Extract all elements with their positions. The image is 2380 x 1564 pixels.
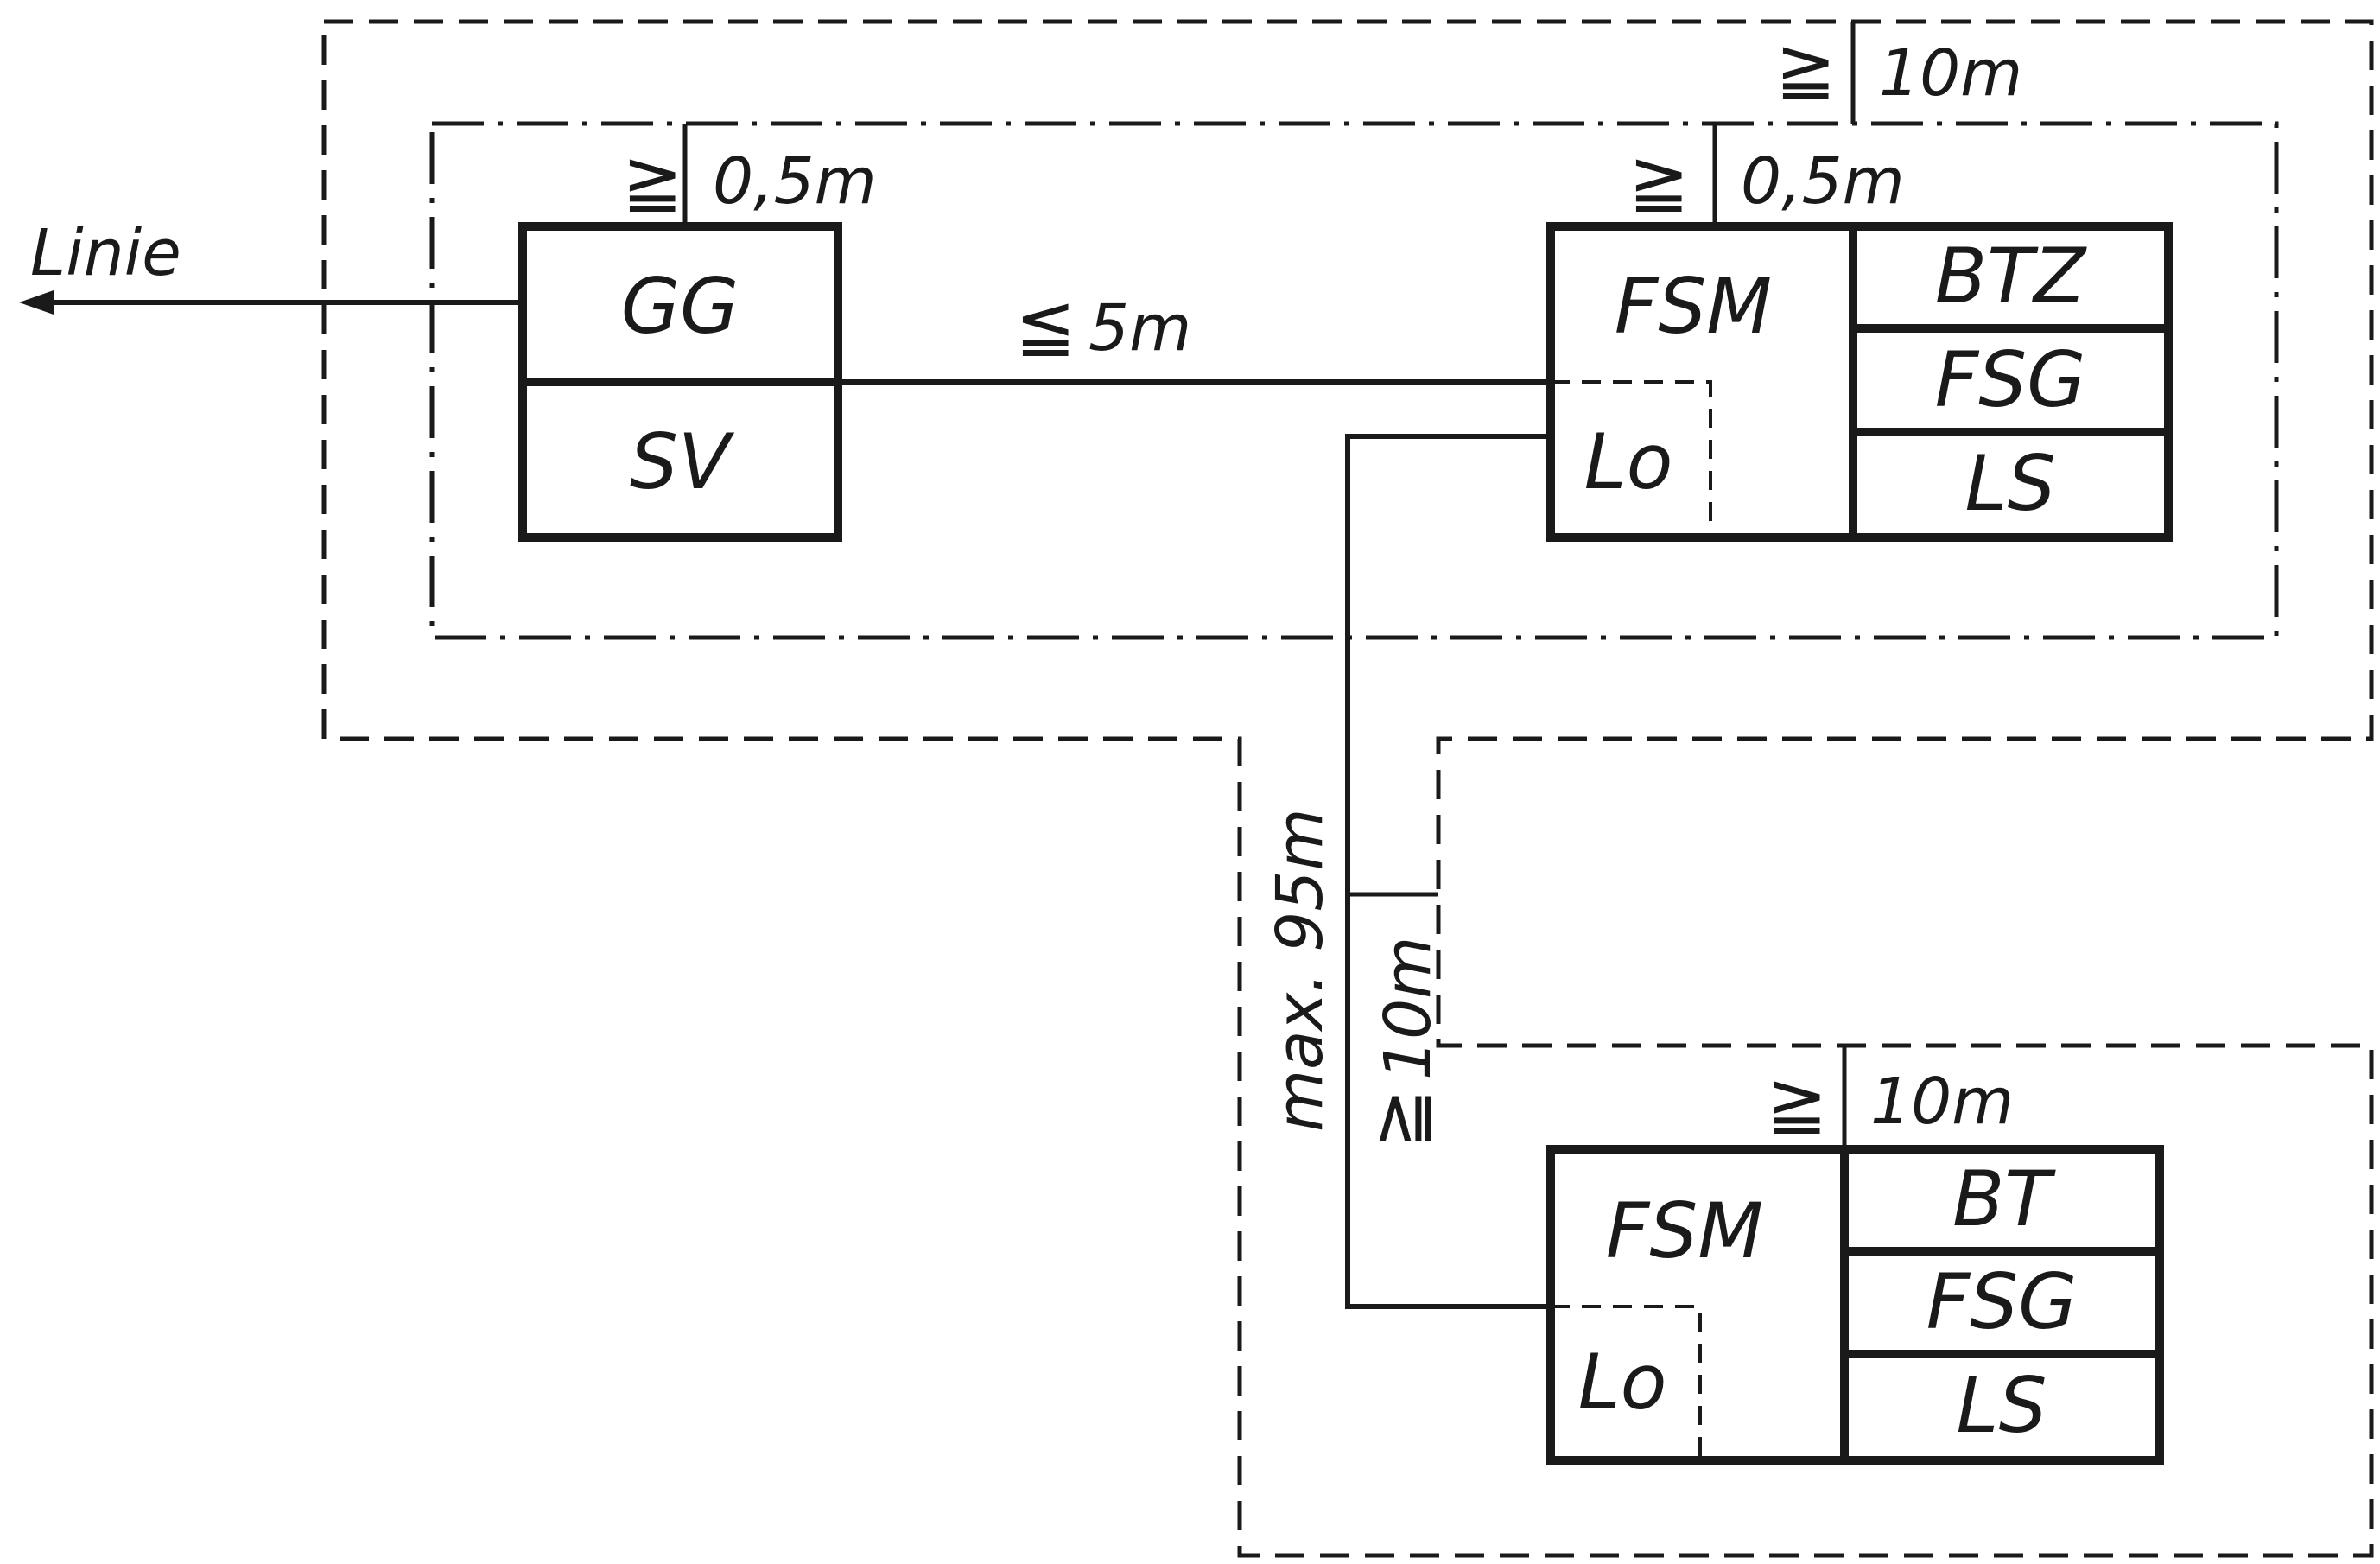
- fsm-upper-block: FSM Lo BTZ FSG LS: [1546, 222, 2173, 542]
- fsm-clearance-value: 0,5m: [1741, 144, 1905, 219]
- outer-top-value: 10m: [1879, 36, 2022, 111]
- between-zones-symbol: ≧: [1358, 1089, 1443, 1149]
- fsm-upper-lo-label: Lo: [1584, 417, 1673, 506]
- fsm-lower-lo-label: Lo: [1578, 1338, 1667, 1427]
- input-arrow: [19, 290, 54, 315]
- gg-label: GG: [621, 262, 739, 351]
- lower-top-value: 10m: [1870, 1065, 2014, 1139]
- fsm-lower-slot-1: BT: [1952, 1154, 2056, 1243]
- fsm-upper-slot-2: FSG: [1935, 335, 2086, 424]
- outer-top-symbol: ≧: [1775, 26, 1836, 111]
- input-label: Linie: [30, 216, 181, 290]
- sv-label: SV: [630, 417, 735, 506]
- fsm-upper-slot-3: LS: [1965, 439, 2056, 528]
- fsm-lower-slot-2: FSG: [1926, 1257, 2078, 1346]
- inner-zone-boundary: [429, 121, 2279, 640]
- fsm-clearance-symbol: ≧: [1628, 138, 1689, 223]
- gg-sv-block: GG SV: [518, 222, 842, 542]
- fsm-lower-label: FSM: [1606, 1186, 1763, 1275]
- fsm-upper-label: FSM: [1615, 262, 1772, 351]
- gg-fsm-value: 5m: [1088, 291, 1191, 366]
- upper-zone-boundary: [321, 19, 2374, 1558]
- lower-top-symbol: ≧: [1767, 1060, 1827, 1145]
- between-zones-value: 10m: [1371, 937, 1445, 1080]
- fsm-link-wire: [1345, 434, 1551, 1309]
- gg-fsm-symbol: ≦: [1015, 283, 1076, 367]
- gg-clearance-symbol: ≧: [622, 138, 682, 223]
- gg-clearance-value: 0,5m: [713, 144, 877, 219]
- fsm-upper-slot-1: BTZ: [1935, 232, 2087, 321]
- fsm-lower-block: FSM Lo BT FSG LS: [1546, 1145, 2164, 1465]
- max-length-label: max. 95m: [1263, 808, 1337, 1132]
- fsm-lower-slot-3: LS: [1957, 1361, 2047, 1450]
